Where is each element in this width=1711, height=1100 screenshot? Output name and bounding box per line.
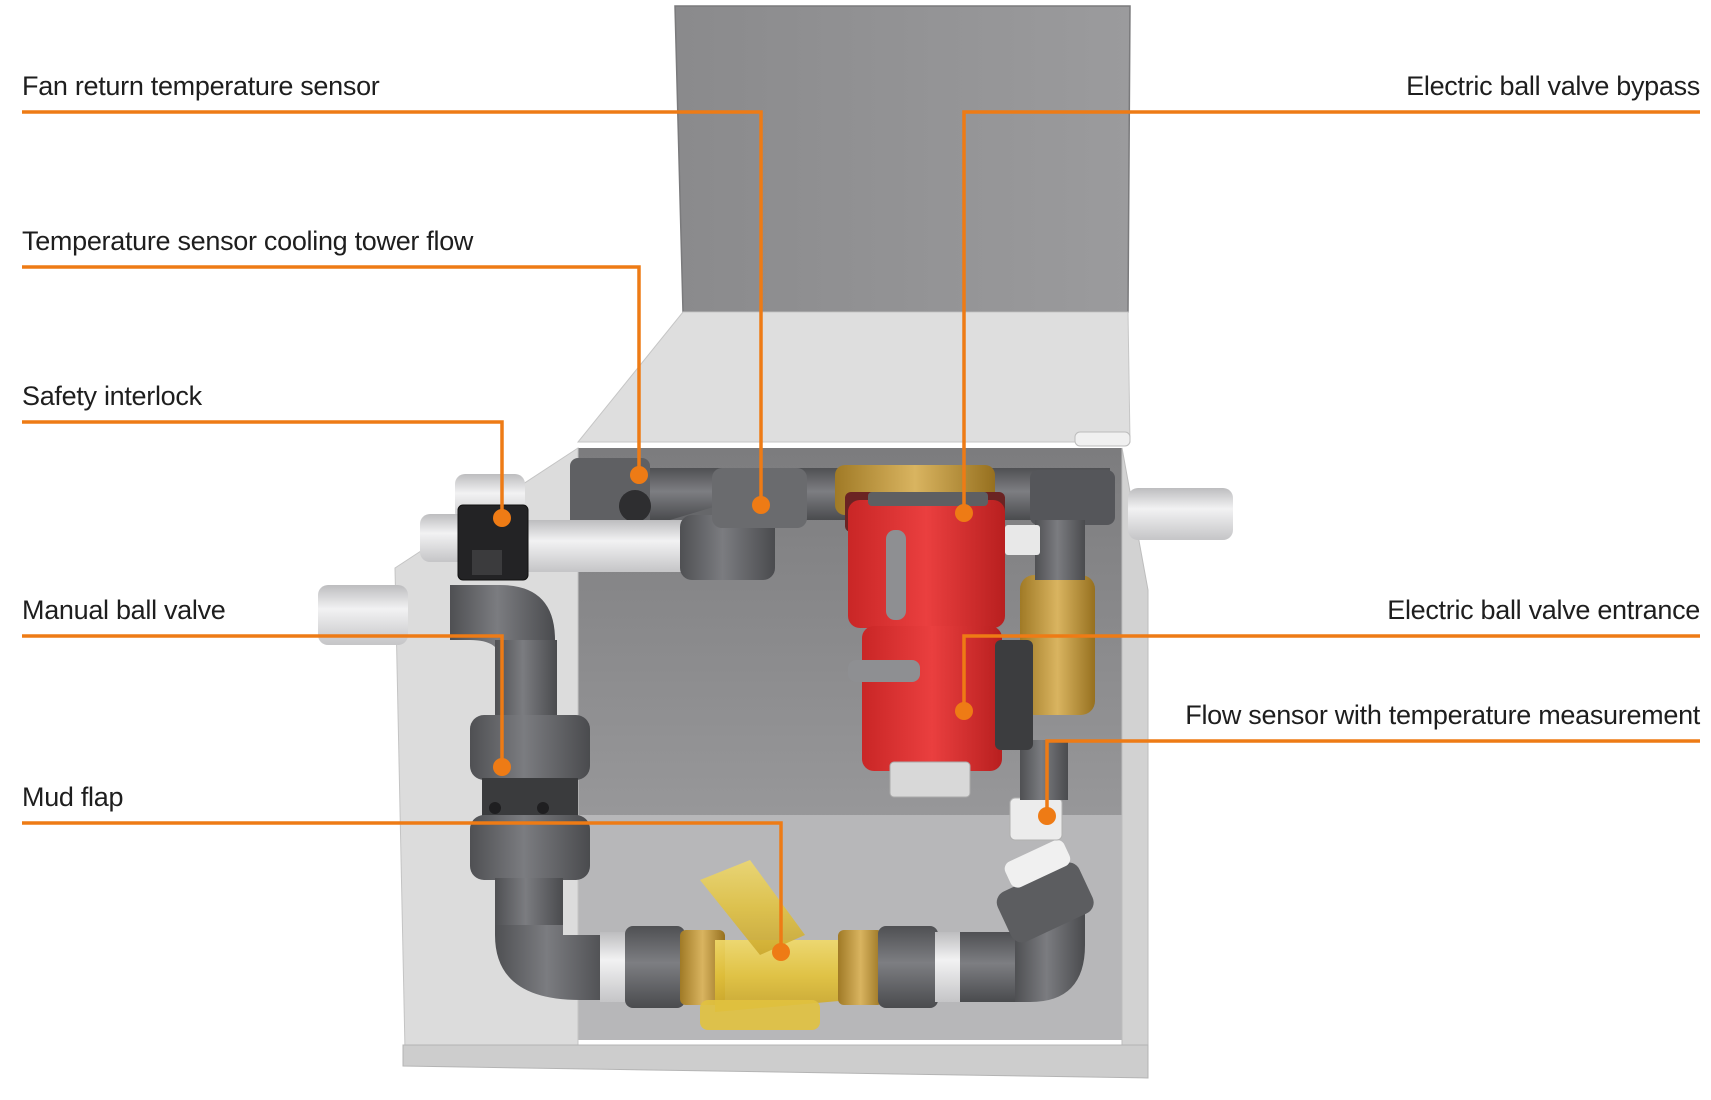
label-electric-ball-valve-entrance: Electric ball valve entrance [1387, 595, 1700, 625]
leader-dot [752, 496, 770, 514]
label-mud-flap: Mud flap [22, 782, 124, 812]
pipe-bottom-right-elbow [1015, 900, 1085, 1002]
leader-manual-ball-valve [22, 634, 504, 767]
actuator-entrance-handle [848, 660, 920, 682]
label-flow-sensor-with-temperature-measurement: Flow sensor with temperature measurement [1185, 700, 1700, 730]
pipe-fitting-top-right [1030, 470, 1115, 525]
label-electric-ball-valve-bypass: Electric ball valve bypass [1406, 71, 1700, 101]
leader-dot [493, 509, 511, 527]
brass-union-right [838, 930, 883, 1005]
leader-safety-interlock [22, 420, 504, 518]
pipe-bottom-right [960, 932, 1020, 1002]
pipe-right-upper [1035, 520, 1085, 580]
leader-electric-ball-valve-bypass [962, 110, 1700, 513]
pipe-left-vertical [495, 640, 557, 720]
hinge [1074, 431, 1131, 447]
flow-sensor-union [996, 862, 1094, 943]
label-temperature-sensor-cooling-tower-flow: Temperature sensor cooling tower flow [22, 226, 474, 256]
label-manual-ball-valve: Manual ball valve [22, 595, 226, 625]
safety-interlock-window [472, 550, 502, 575]
actuator-bypass-side [1005, 525, 1040, 555]
leader-dots [493, 466, 1056, 961]
label-fan-return-temperature-sensor: Fan return temperature sensor [22, 71, 380, 101]
sensor-port [619, 490, 651, 522]
mud-flap-body [715, 940, 850, 1012]
actuator-entrance-side [995, 640, 1033, 750]
valve-bolt [489, 802, 501, 814]
pipe-left-lower [495, 878, 563, 928]
brass-union-left [680, 930, 725, 1005]
label-safety-interlock: Safety interlock [22, 381, 202, 411]
leader-dot [630, 466, 648, 484]
pipe-stub-left-low [318, 585, 408, 645]
leader-flow-sensor-with-temperature-measurement [1045, 739, 1700, 816]
valve-bolt [537, 802, 549, 814]
manual-ball-valve-upper [470, 715, 590, 780]
actuator-bypass-handle [886, 530, 906, 620]
enclosure-lid [674, 5, 1131, 313]
actuator-entrance-base [889, 761, 971, 798]
mud-flap-cap [700, 1000, 820, 1030]
leader-dot [493, 758, 511, 776]
pipe-bottom-union-left [625, 926, 685, 1008]
pipe-right-vertical [1020, 740, 1068, 800]
leader-lines [22, 110, 1700, 952]
leader-dot [1038, 807, 1056, 825]
leader-dot [955, 504, 973, 522]
leader-dot [772, 943, 790, 961]
leader-mud-flap [22, 821, 783, 952]
leader-electric-ball-valve-entrance [962, 634, 1700, 711]
actuator-entrance [862, 626, 1002, 771]
actuator-bypass [848, 500, 1005, 628]
pipe-elbow-top-collar [680, 515, 775, 580]
flow-sensor-ring [1004, 839, 1071, 888]
pipe-bottom-left-elbow [495, 925, 610, 1000]
enclosure-front-base [402, 1044, 1149, 1079]
leader-fan-return-temperature-sensor [22, 110, 763, 505]
enclosure-rim [576, 311, 1131, 443]
manual-ball-valve-lower [470, 815, 590, 880]
brass-valve-right [1020, 575, 1095, 715]
enclosure-right-wall [1121, 447, 1149, 1077]
pipe-bottom-union-right [878, 926, 938, 1008]
leader-dot [955, 702, 973, 720]
pipe-stub-right [1128, 488, 1233, 540]
mud-flap-branch [700, 860, 805, 955]
leader-temperature-sensor-cooling-tower-flow [22, 265, 641, 475]
actuator-bypass-top [868, 492, 988, 506]
